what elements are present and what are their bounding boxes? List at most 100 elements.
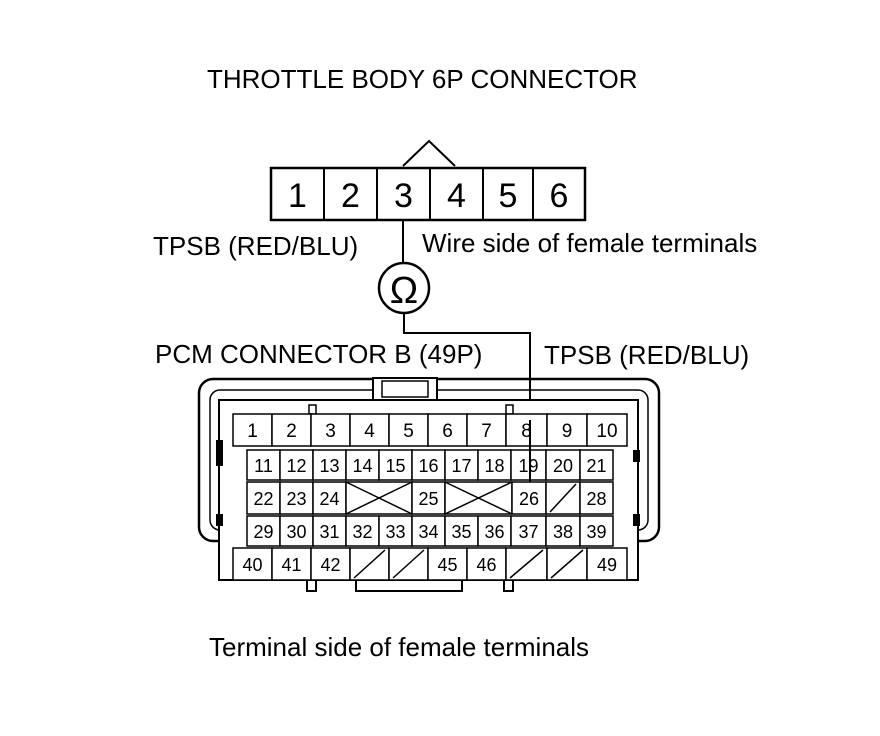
pcm-pin-label: 10 <box>596 421 617 442</box>
pcm-pin-label: 42 <box>320 555 340 575</box>
pcm-cavity <box>310 547 351 581</box>
throttle-pin-label: 6 <box>550 177 569 215</box>
ohm-symbol: Ω <box>390 270 418 312</box>
pcm-pin-label: 37 <box>518 522 538 542</box>
pcm-cavity <box>511 481 547 515</box>
terminal-side-note: Terminal side of female terminals <box>209 632 590 662</box>
pcm-pin-label: 39 <box>586 522 606 542</box>
pcm-cavity <box>466 547 507 581</box>
ohmmeter-probe: Ω <box>377 220 531 482</box>
pcm-cavity <box>444 515 479 547</box>
pcm-pin-label: 16 <box>418 456 438 476</box>
pcm-pin-label: 26 <box>519 489 539 509</box>
pcm-cavity <box>271 413 312 447</box>
pcm-pin-label: 25 <box>418 489 438 509</box>
pcm-pin-label: 12 <box>286 456 306 476</box>
pcm-cavity <box>246 449 281 481</box>
pcm-cavity <box>310 413 351 447</box>
blank-cavity-mark <box>353 549 386 579</box>
blank-cavity-mark <box>549 483 577 513</box>
pcm-cavity <box>312 515 347 547</box>
pcm-pin-label: 9 <box>562 421 573 442</box>
pcm-pin-label: 21 <box>586 456 606 476</box>
throttle-pin-label: 5 <box>499 177 518 215</box>
pcm-pin-label: 35 <box>451 522 471 542</box>
throttle-wire-label: TPSB (RED/BLU) <box>153 231 359 261</box>
pcm-pin-label: 31 <box>319 522 339 542</box>
pcm-pin-label: 1 <box>247 421 258 442</box>
pcm-cavity <box>586 547 628 581</box>
side-rib <box>633 450 640 462</box>
pcm-pin-label: 29 <box>253 522 273 542</box>
throttle-connector-title: THROTTLE BODY 6P CONNECTOR <box>207 64 638 94</box>
blank-cavity-mark <box>444 481 513 515</box>
pcm-pin-label: 6 <box>442 421 453 442</box>
connector-latch-tab <box>402 139 456 167</box>
pcm-cavity <box>312 481 347 515</box>
pcm-cavity <box>279 449 314 481</box>
pcm-cavity <box>388 413 429 447</box>
pcm-pin-label: 41 <box>281 555 301 575</box>
pcm-pin-label: 14 <box>352 456 372 476</box>
pcm-cavity <box>279 515 314 547</box>
pcm-pin-label: 45 <box>437 555 457 575</box>
throttle-pin-label: 3 <box>394 177 413 215</box>
pcm-connector-title: PCM CONNECTOR B (49P) <box>155 339 483 369</box>
wire-side-note: Wire side of female terminals <box>422 228 758 258</box>
throttle-pin-label: 4 <box>447 177 466 215</box>
pcm-cavity <box>246 515 281 547</box>
pcm-pin-label: 15 <box>385 456 405 476</box>
side-rib <box>216 514 223 526</box>
pcm-pin-label: 49 <box>597 555 617 575</box>
pcm-pin-label: 4 <box>364 421 375 442</box>
side-rib <box>633 514 640 526</box>
pcm-pin-label: 38 <box>553 522 573 542</box>
pcm-cavity <box>427 413 468 447</box>
side-rib <box>216 440 223 466</box>
pcm-pin-label: 11 <box>254 456 273 476</box>
pcm-cavity <box>505 413 548 447</box>
blank-cavity-mark <box>392 549 425 579</box>
pcm-pin-label: 24 <box>319 489 339 509</box>
pcm-cavity <box>246 481 281 515</box>
pcm-cavity <box>232 547 273 581</box>
pcm-cavity <box>312 449 347 481</box>
pcm-pin-label: 34 <box>418 522 438 542</box>
pcm-pin-label: 32 <box>352 522 372 542</box>
pcm-cavity <box>477 515 512 547</box>
pcm-pin-label: 40 <box>242 555 262 575</box>
pcm-pin-label: 36 <box>484 522 504 542</box>
pcm-pin-label: 13 <box>319 456 339 476</box>
pcm-cavity <box>545 449 581 481</box>
pcm-pin-label: 7 <box>481 421 492 442</box>
pcm-cavity <box>444 449 479 481</box>
pcm-pin-label: 17 <box>451 456 471 476</box>
pcm-pin-label: 2 <box>286 421 297 442</box>
pcm-cavity <box>477 449 512 481</box>
bottom-foot <box>503 579 514 592</box>
pcm-pin-label: 3 <box>325 421 336 442</box>
pcm-wire-label: TPSB (RED/BLU) <box>544 340 750 370</box>
guide-notch <box>308 404 317 415</box>
pcm-cavity <box>427 547 468 581</box>
pcm-lock-tab-inner <box>381 380 429 398</box>
pcm-cavity <box>510 449 547 481</box>
pcm-pin-label: 30 <box>286 522 306 542</box>
pcm-cavity <box>545 515 581 547</box>
pcm-cavity <box>579 481 614 515</box>
pcm-pin-label: 19 <box>518 456 538 476</box>
blank-cavity-mark <box>345 481 413 515</box>
pcm-pin-label: 8 <box>521 421 532 442</box>
pcm-pin-label: 33 <box>385 522 405 542</box>
pcm-cavity <box>349 413 390 447</box>
guide-notch <box>505 404 514 415</box>
pcm-pin-label: 46 <box>476 555 496 575</box>
pcm-cavity <box>579 515 614 547</box>
pcm-cavity <box>411 449 446 481</box>
pcm-pin-label: 18 <box>484 456 504 476</box>
pcm-pin-label: 22 <box>253 489 273 509</box>
